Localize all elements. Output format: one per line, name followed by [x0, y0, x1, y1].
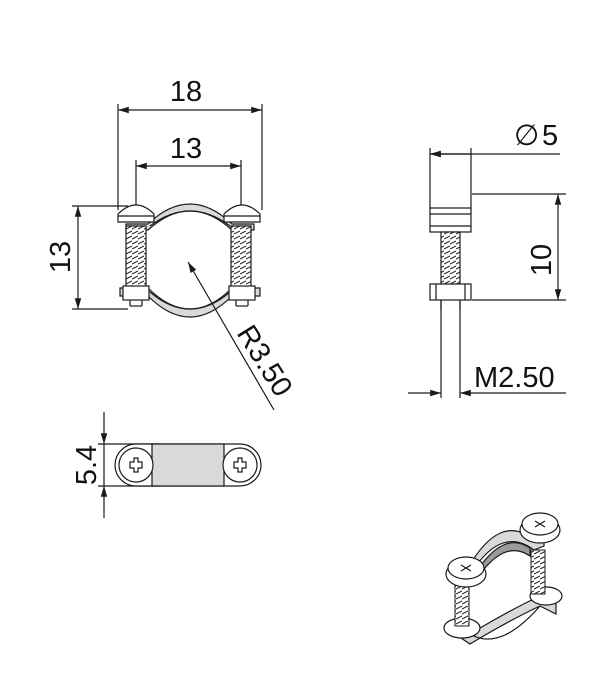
dimension-label-radius: R3.50	[230, 320, 298, 403]
dimension-head-diameter: ∅ 5	[429, 120, 560, 210]
dimension-width-overall: 18	[117, 76, 263, 210]
top-screw-left	[118, 447, 154, 483]
dimension-thread: M2.50	[408, 300, 566, 398]
dimension-label-5-4: 5.4	[71, 445, 103, 485]
clamp-top	[114, 443, 262, 487]
screw-thread-left	[125, 225, 147, 289]
dimension-label-13-vertical: 13	[45, 241, 77, 273]
dimension-label-18: 18	[170, 76, 202, 108]
front-view: 18 13 13	[45, 76, 298, 411]
side-view: ∅ 5 10 M2.50	[408, 120, 566, 398]
nut-left	[122, 285, 150, 301]
screw-head-right	[223, 204, 261, 223]
dimension-height-right: 10	[472, 193, 566, 301]
top-screw-right	[222, 447, 258, 483]
screw-thread-right	[230, 225, 252, 289]
nut-right	[228, 285, 256, 301]
isometric-view	[443, 512, 563, 645]
dimension-height-left: 13	[45, 205, 128, 310]
dimension-label-10: 10	[526, 244, 558, 276]
side-screw-head	[429, 207, 472, 233]
side-screw-thread	[440, 231, 461, 287]
screw-head-left	[117, 204, 155, 223]
diameter-symbol: ∅	[514, 120, 539, 152]
side-nut	[429, 283, 472, 301]
dimension-label-thread: M2.50	[474, 362, 555, 394]
dimension-label-5: 5	[542, 120, 558, 152]
iso-screw-right	[530, 549, 546, 595]
clamp-front	[117, 203, 261, 318]
top-view: 5.4	[71, 412, 262, 518]
dimension-screw-spacing: 13	[135, 133, 242, 205]
clamp-side	[429, 207, 472, 310]
dimension-label-13-horizontal: 13	[170, 133, 202, 165]
